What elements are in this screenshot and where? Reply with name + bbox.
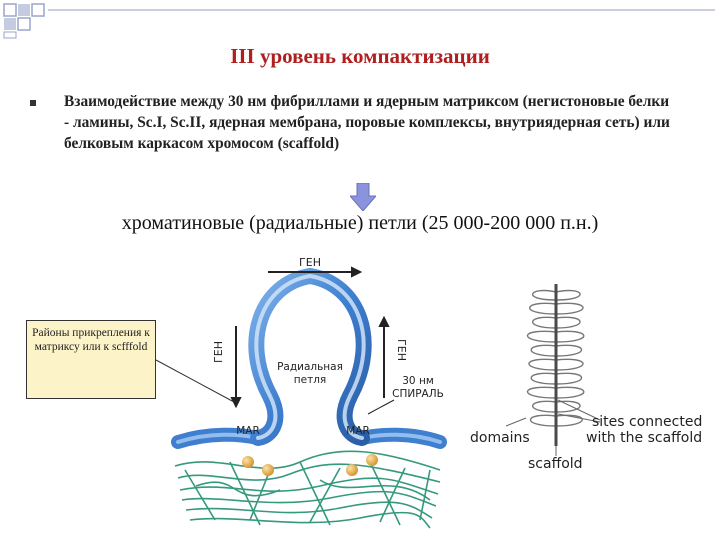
loop-label-line1: Радиальная bbox=[277, 361, 343, 373]
nuclear-matrix-network bbox=[175, 451, 440, 528]
mar-callout-box: Районы прикрепления к матриксу или к scf… bbox=[26, 320, 156, 399]
mar-label-right: MAR bbox=[346, 425, 370, 437]
gene-label-right: ГЕН bbox=[395, 339, 408, 361]
sites-label-line1: sites connected bbox=[592, 414, 702, 430]
fiber-label-line1: 30 нм bbox=[402, 375, 434, 387]
bullet-marker bbox=[30, 100, 36, 106]
down-arrow-icon bbox=[350, 183, 376, 211]
bullet-text: Взаимодействие между 30 нм фибриллами и … bbox=[64, 91, 674, 154]
domains-label: domains bbox=[470, 430, 530, 446]
loop-label-line2: петля bbox=[294, 374, 326, 386]
slide-title: III уровень компактизации bbox=[0, 44, 720, 69]
gene-label-left: ГЕН bbox=[212, 341, 225, 363]
mar-label-left: MAR bbox=[236, 425, 260, 437]
scaffold-pointers bbox=[506, 400, 600, 456]
chromatin-fiber-base bbox=[178, 435, 440, 442]
gene-label-top: ГЕН bbox=[299, 256, 321, 269]
callout-pointer bbox=[156, 360, 234, 402]
sites-label-line2: with the scaffold bbox=[586, 430, 702, 446]
scaffold-loops bbox=[527, 291, 583, 426]
fiber-label-line2: СПИРАЛЬ bbox=[392, 388, 444, 400]
decorative-squares bbox=[0, 0, 720, 40]
loops-caption: хроматиновые (радиальные) петли (25 000-… bbox=[0, 212, 720, 235]
scaffold-label: scaffold bbox=[528, 456, 583, 472]
mar-beads bbox=[242, 454, 378, 476]
gene-arrows bbox=[232, 268, 388, 406]
radial-loop bbox=[256, 276, 363, 438]
